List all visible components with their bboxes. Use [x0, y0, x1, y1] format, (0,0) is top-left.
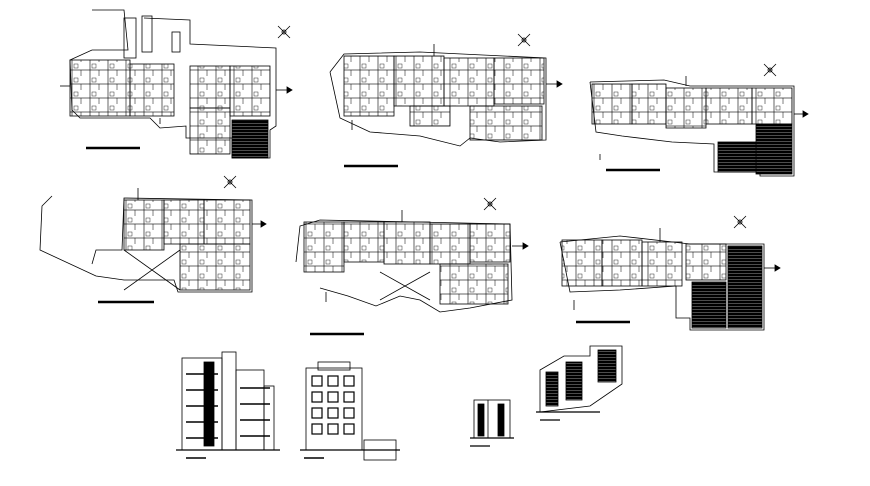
north-arrow-1: [277, 25, 291, 39]
floor-plan-5: [295, 210, 529, 336]
elevation-side-right: [536, 345, 623, 421]
elevation-side-left: [176, 351, 280, 459]
floor-plan-1: [60, 9, 293, 159]
north-arrow-4: [223, 175, 237, 189]
north-arrow-2: [517, 33, 531, 47]
floor-plan-6: [559, 228, 781, 331]
north-arrow-5: [483, 197, 497, 211]
north-arrow-3: [763, 63, 777, 77]
elevation-front: [300, 361, 400, 461]
section-small: [470, 399, 514, 447]
north-arrow-6: [733, 215, 747, 229]
floor-plan-4: [39, 188, 267, 304]
floor-plan-3: [589, 76, 809, 177]
floor-plan-2: [329, 44, 563, 168]
